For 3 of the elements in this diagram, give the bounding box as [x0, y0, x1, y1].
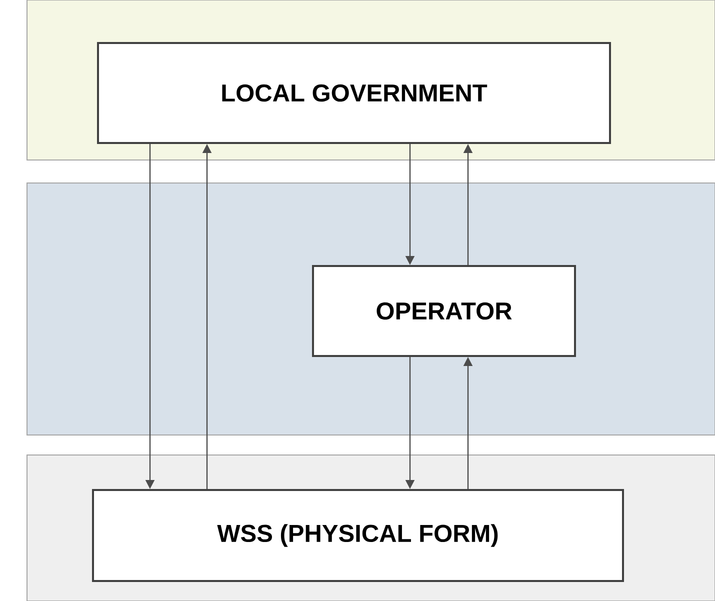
process-box: WSS (PHYSICAL FORM) [92, 489, 624, 582]
process-box: OPERATOR [312, 265, 576, 357]
process-box: LOCAL GOVERNMENT [97, 42, 611, 144]
